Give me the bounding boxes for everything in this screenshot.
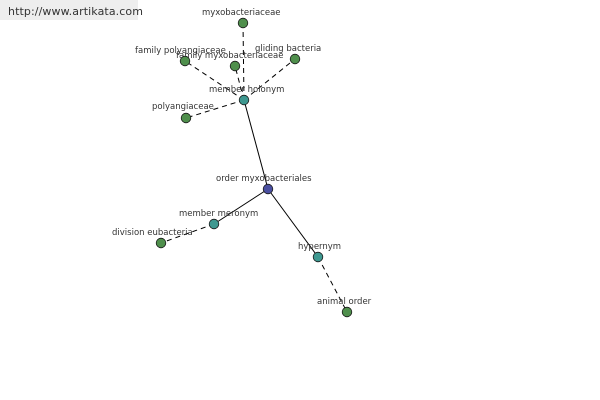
edge-root-hypernym — [267, 188, 319, 258]
node-family-myxobacteriaceae[interactable] — [229, 60, 241, 72]
node-family-polyangiaceae[interactable] — [179, 55, 191, 67]
label-order-myxobacteriales: order myxobacteriales — [216, 174, 312, 184]
node-hypernym[interactable] — [312, 251, 324, 263]
graph-nodes — [155, 17, 353, 318]
node-myxobacteriaceae[interactable] — [237, 17, 249, 29]
edge-hypernym-animal-order — [317, 256, 348, 313]
edge-meronym-division-eubacteria — [160, 223, 215, 244]
label-member-meronym: member meronym — [179, 209, 258, 219]
label-member-holonym: member holonym — [209, 85, 284, 95]
node-animal-order[interactable] — [341, 306, 353, 318]
label-family-polyangiaceae: family polyangiaceae — [135, 46, 226, 56]
url-banner: http://www.artikata.com — [0, 0, 143, 20]
edge-holonym-gliding-bacteria — [243, 58, 296, 101]
edge-holonym-polyangiaceae — [185, 99, 245, 119]
edge-holonym-family-polyangiaceae — [184, 60, 245, 101]
node-gliding-bacteria[interactable] — [289, 53, 301, 65]
edge-root-member-holonym — [243, 99, 269, 190]
label-myxobacteriaceae: myxobacteriaceae — [202, 8, 281, 18]
node-division-eubacteria[interactable] — [155, 237, 167, 249]
label-gliding-bacteria: gliding bacteria — [255, 44, 321, 54]
label-polyangiaceae: polyangiaceae — [152, 102, 214, 112]
node-member-meronym[interactable] — [208, 218, 220, 230]
edge-holonym-myxobacteriaceae — [242, 22, 245, 101]
label-division-eubacteria: division eubacteria — [112, 228, 193, 238]
graph-edges — [160, 22, 348, 313]
node-member-holonym[interactable] — [238, 94, 250, 106]
graph-labels: myxobacteriaceae family polyangiaceae fa… — [112, 8, 372, 307]
node-polyangiaceae[interactable] — [180, 112, 192, 124]
site-url-link[interactable]: http://www.artikata.com — [8, 5, 144, 18]
label-hypernym: hypernym — [298, 242, 341, 252]
edge-root-member-meronym — [213, 188, 269, 225]
node-order-myxobacteriales[interactable] — [262, 183, 274, 195]
label-family-myxobacteriaceae: family myxobacteriaceae — [176, 51, 283, 61]
edge-holonym-family-myxobacteriaceae — [234, 65, 245, 101]
label-animal-order: animal order — [317, 297, 372, 307]
